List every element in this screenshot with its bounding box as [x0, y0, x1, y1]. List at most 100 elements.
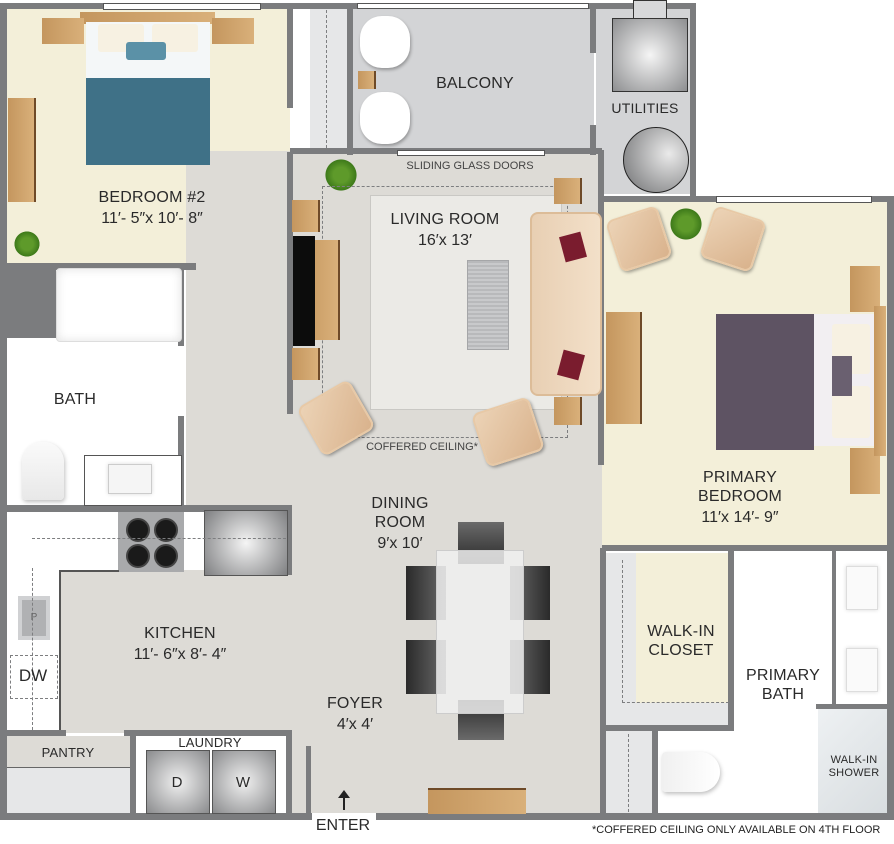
bed2-closet-shelf-outline	[326, 10, 327, 148]
bed2-accent-pillow	[126, 42, 166, 60]
room-name-line1: PRIMARY	[745, 667, 820, 684]
bathtub	[56, 268, 182, 342]
bed2-nightstand-left	[42, 18, 84, 44]
burner-icon	[154, 544, 178, 568]
wall-bed2-right	[287, 3, 293, 108]
room-name: LIVING ROOM	[390, 211, 500, 228]
walkin-shower	[818, 708, 888, 813]
wall-primary-bottom	[602, 545, 894, 551]
wall-shower-top	[816, 704, 894, 709]
room-name: BEDROOM #2	[98, 189, 206, 206]
room-name: BALCONY	[436, 75, 514, 92]
label-dining-room: DINING ROOM 9′x 10′	[350, 494, 450, 554]
bed2-nightstand-right	[212, 18, 254, 44]
room-name-line2: SHOWER	[828, 767, 880, 780]
label-enter: ENTER	[315, 817, 371, 834]
bath-tub-alcove	[6, 266, 56, 338]
room-name: LAUNDRY	[178, 735, 242, 750]
wall-top-left	[0, 3, 692, 9]
window-bedroom-2	[103, 3, 261, 10]
window-balcony	[357, 3, 589, 9]
label-primary-bath: PRIMARY BATH	[738, 666, 828, 704]
wall-laundry-right	[286, 730, 292, 816]
upper-cabinets-outline	[32, 538, 286, 539]
footnote-coffered-ceiling: *COFFERED CEILING ONLY AVAILABLE ON 4TH …	[592, 824, 881, 836]
primary-headboard	[874, 306, 886, 456]
toilet-primary-bath	[662, 752, 720, 792]
enter-arrow-head-icon	[338, 790, 350, 798]
label-pantry-sink: P	[30, 612, 38, 623]
label-foyer: FOYER 4′x 4′	[310, 694, 400, 734]
label-walkin-shower: WALK-IN SHOWER	[822, 754, 886, 780]
enter-arrow-icon	[343, 794, 345, 810]
room-dims: 11′x 14′- 9″	[701, 509, 779, 527]
bed2-dresser	[8, 98, 36, 202]
dishwasher	[10, 655, 58, 699]
hvac-unit	[612, 18, 688, 92]
balcony-chair-top	[360, 16, 410, 68]
balcony-side-table	[358, 71, 376, 89]
wall-closet-bottom	[602, 725, 734, 731]
sliding-glass-doors[interactable]	[397, 150, 545, 156]
kitchen-counter-side	[6, 570, 60, 730]
wall-bath-bottom	[0, 505, 292, 512]
wall-pantry-top	[0, 730, 66, 736]
label-sliding-glass-doors: SLIDING GLASS DOORS	[406, 160, 534, 172]
wall-bottom	[0, 813, 894, 820]
linen-closet	[606, 730, 656, 815]
room-dims: 16′x 13′	[417, 232, 473, 250]
wall-wc-left	[652, 728, 658, 816]
wall-closet-right	[347, 3, 353, 155]
bedroom-2-closet	[310, 8, 348, 151]
room-name: UTILITIES	[611, 100, 679, 116]
room-name-line2: BATH	[761, 686, 805, 704]
wall-primary-left-low	[600, 548, 606, 813]
plant-primary	[668, 206, 704, 242]
kitchen-counter-edge	[59, 570, 61, 730]
wall-laundry-top	[124, 730, 292, 736]
room-name-line2: ROOM	[374, 514, 426, 532]
closet-shelf-outline	[622, 560, 729, 703]
dryer	[146, 750, 210, 814]
living-side-table-top-left	[292, 200, 320, 232]
upper-cabinets-outline-side	[32, 568, 33, 730]
wall-balcony-right-low	[590, 125, 596, 155]
living-side-table-bottom-left	[292, 348, 320, 380]
dining-table	[436, 550, 524, 714]
primary-blanket	[716, 314, 814, 450]
entry-door-opening[interactable]	[312, 813, 376, 820]
label-dryer: D	[171, 774, 183, 791]
primary-accent-pillow	[832, 356, 852, 396]
bed2-blanket	[86, 78, 210, 165]
room-name-line1: WALK-IN	[830, 754, 878, 766]
wall-kitchen-right	[286, 505, 292, 575]
room-name-line1: DINING	[371, 495, 429, 512]
room-dims: 11′- 6″x 8′- 4″	[133, 646, 227, 664]
bath-sink	[108, 464, 152, 494]
room-name: BATH	[53, 391, 97, 408]
burner-icon	[126, 544, 150, 568]
room-name-line2: BEDROOM	[697, 488, 783, 506]
water-heater-vent	[633, 0, 667, 20]
room-dims: 11′- 5″x 10′- 8″	[101, 210, 203, 228]
bed2-headboard	[80, 12, 215, 24]
label-bedroom-2: BEDROOM #2 11′- 5″x 10′- 8″	[62, 188, 242, 228]
room-name: FOYER	[326, 695, 384, 712]
wall-utilities-right	[690, 3, 696, 201]
room-name-line2: CLOSET	[648, 642, 714, 660]
wall-bed2-bottom	[0, 263, 196, 270]
wall-vanity	[832, 551, 836, 706]
wall-foyer-left	[306, 746, 311, 816]
room-name: PANTRY	[41, 745, 95, 760]
kitchen-counter-edge-top	[59, 570, 119, 572]
wall-living-left	[287, 152, 293, 414]
balcony-chair-bottom	[360, 92, 410, 144]
wall-left	[0, 3, 7, 820]
plant-bedroom-2	[12, 230, 42, 258]
wall-balcony-right	[590, 3, 596, 53]
label-laundry: LAUNDRY	[160, 735, 260, 751]
foyer-bench	[428, 788, 526, 814]
label-washer: W	[235, 774, 251, 791]
window-primary	[716, 196, 872, 203]
label-dishwasher: DW	[18, 666, 48, 685]
